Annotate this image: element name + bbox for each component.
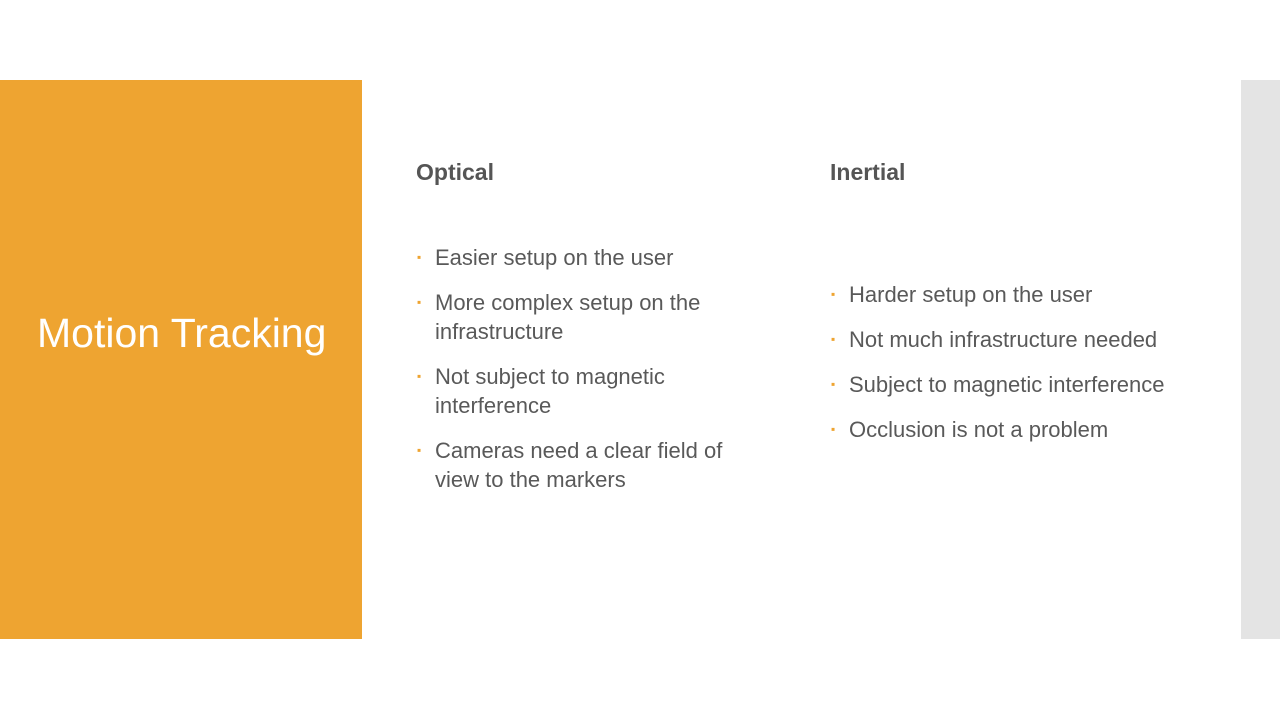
inertial-bullet-item: ▪ Occlusion is not a problem	[830, 415, 1170, 444]
inertial-bullet-text: Not much infrastructure needed	[849, 327, 1158, 352]
square-bullet-icon: ▪	[831, 377, 836, 391]
optical-heading: Optical	[416, 159, 494, 185]
optical-bullet-item: ▪ Easier setup on the user	[416, 243, 756, 272]
inertial-bullet-list: ▪ Harder setup on the user ▪ Not much in…	[830, 280, 1170, 460]
square-bullet-icon: ▪	[417, 369, 422, 383]
inertial-bullet-text: Harder setup on the user	[849, 282, 1093, 307]
optical-bullet-text: Cameras need a clear field of view to th…	[435, 438, 723, 492]
optical-bullet-item: ▪ Cameras need a clear field of view to …	[416, 436, 756, 494]
slide-title: Motion Tracking	[37, 310, 327, 356]
inertial-bullet-item: ▪ Subject to magnetic interference	[830, 370, 1170, 399]
square-bullet-icon: ▪	[831, 287, 836, 301]
inertial-heading: Inertial	[830, 159, 906, 185]
square-bullet-icon: ▪	[417, 295, 422, 309]
square-bullet-icon: ▪	[831, 332, 836, 346]
square-bullet-icon: ▪	[417, 250, 422, 264]
inertial-bullet-item: ▪ Harder setup on the user	[830, 280, 1170, 309]
optical-bullet-text: Not subject to magnetic interference	[435, 364, 665, 418]
optical-bullet-list: ▪ Easier setup on the user ▪ More comple…	[416, 243, 756, 510]
optical-bullet-item: ▪ More complex setup on the infrastructu…	[416, 288, 756, 346]
square-bullet-icon: ▪	[831, 422, 836, 436]
decorative-side-strip	[1241, 80, 1280, 639]
inertial-bullet-text: Occlusion is not a problem	[849, 417, 1109, 442]
optical-bullet-text: Easier setup on the user	[435, 245, 674, 270]
inertial-bullet-text: Subject to magnetic interference	[849, 372, 1165, 397]
square-bullet-icon: ▪	[417, 443, 422, 457]
optical-bullet-text: More complex setup on the infrastructure	[435, 290, 701, 344]
title-panel	[0, 80, 362, 639]
optical-bullet-item: ▪ Not subject to magnetic interference	[416, 362, 756, 420]
inertial-bullet-item: ▪ Not much infrastructure needed	[830, 325, 1170, 354]
